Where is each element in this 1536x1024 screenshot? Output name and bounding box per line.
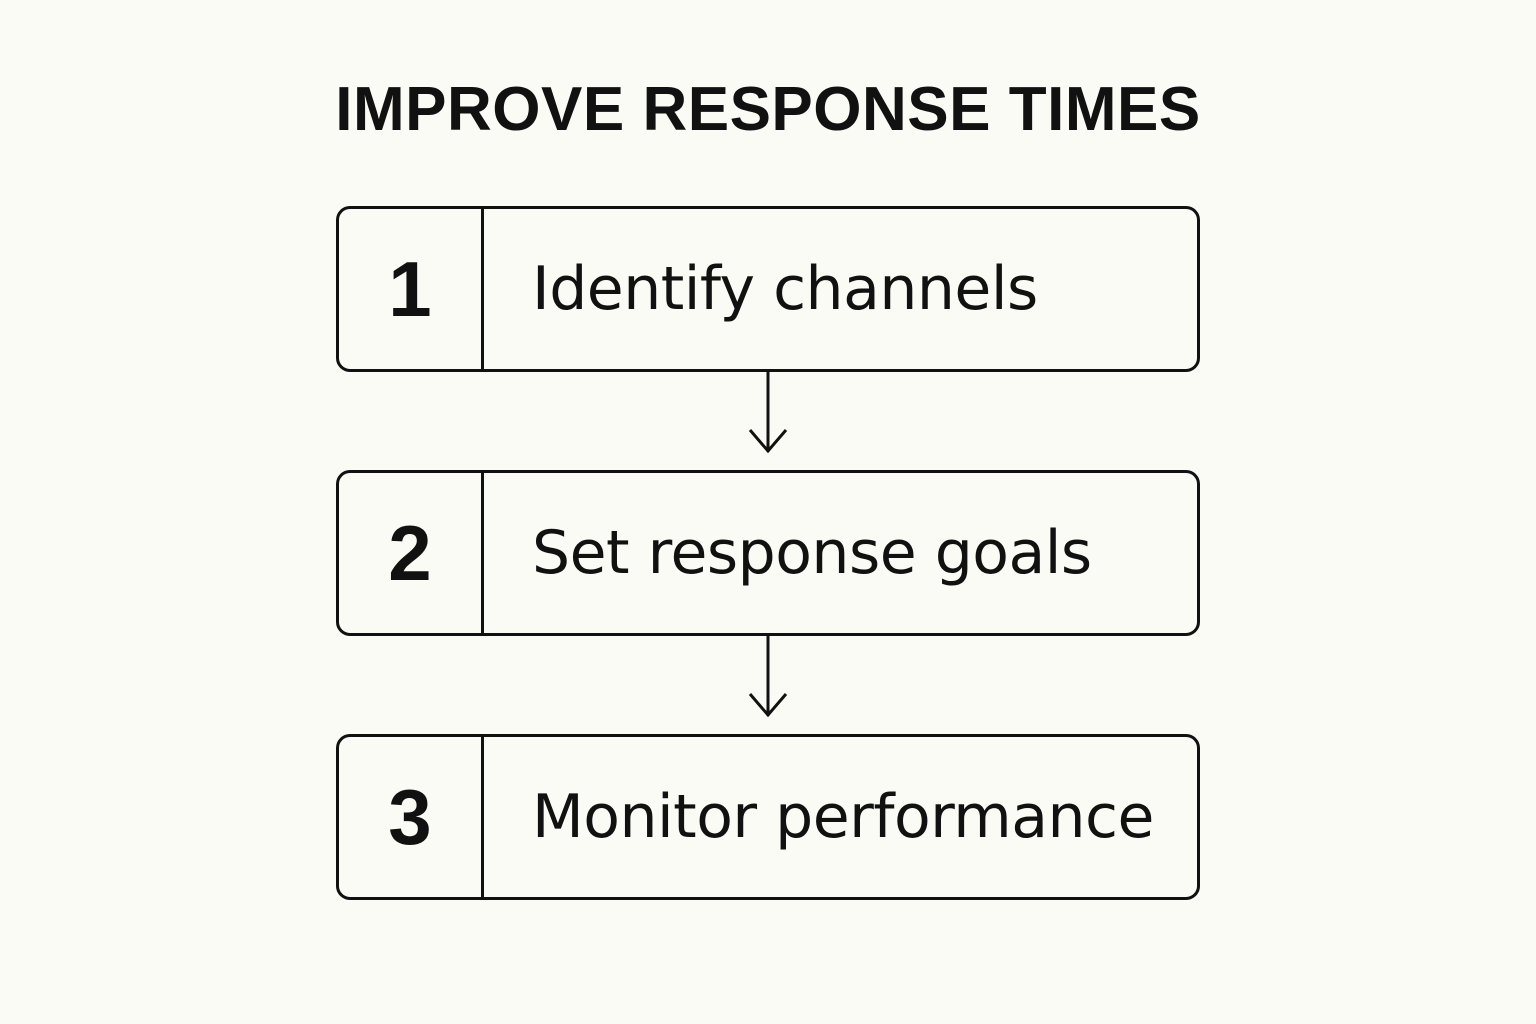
- step-box-3: 3 Monitor performance: [336, 734, 1200, 900]
- arrow-down-icon: [748, 636, 788, 718]
- step-label-3: Monitor performance: [532, 782, 1154, 852]
- step-box-2: 2 Set response goals: [336, 470, 1200, 636]
- step-label-2: Set response goals: [532, 518, 1092, 588]
- diagram-title: IMPROVE RESPONSE TIMES: [335, 75, 1201, 144]
- step-number-2: 2: [339, 473, 484, 633]
- arrow-down-icon: [748, 372, 788, 454]
- step-label-1: Identify channels: [532, 254, 1038, 324]
- step-number-1: 1: [339, 209, 484, 369]
- step-number-3: 3: [339, 737, 484, 897]
- step-box-1: 1 Identify channels: [336, 206, 1200, 372]
